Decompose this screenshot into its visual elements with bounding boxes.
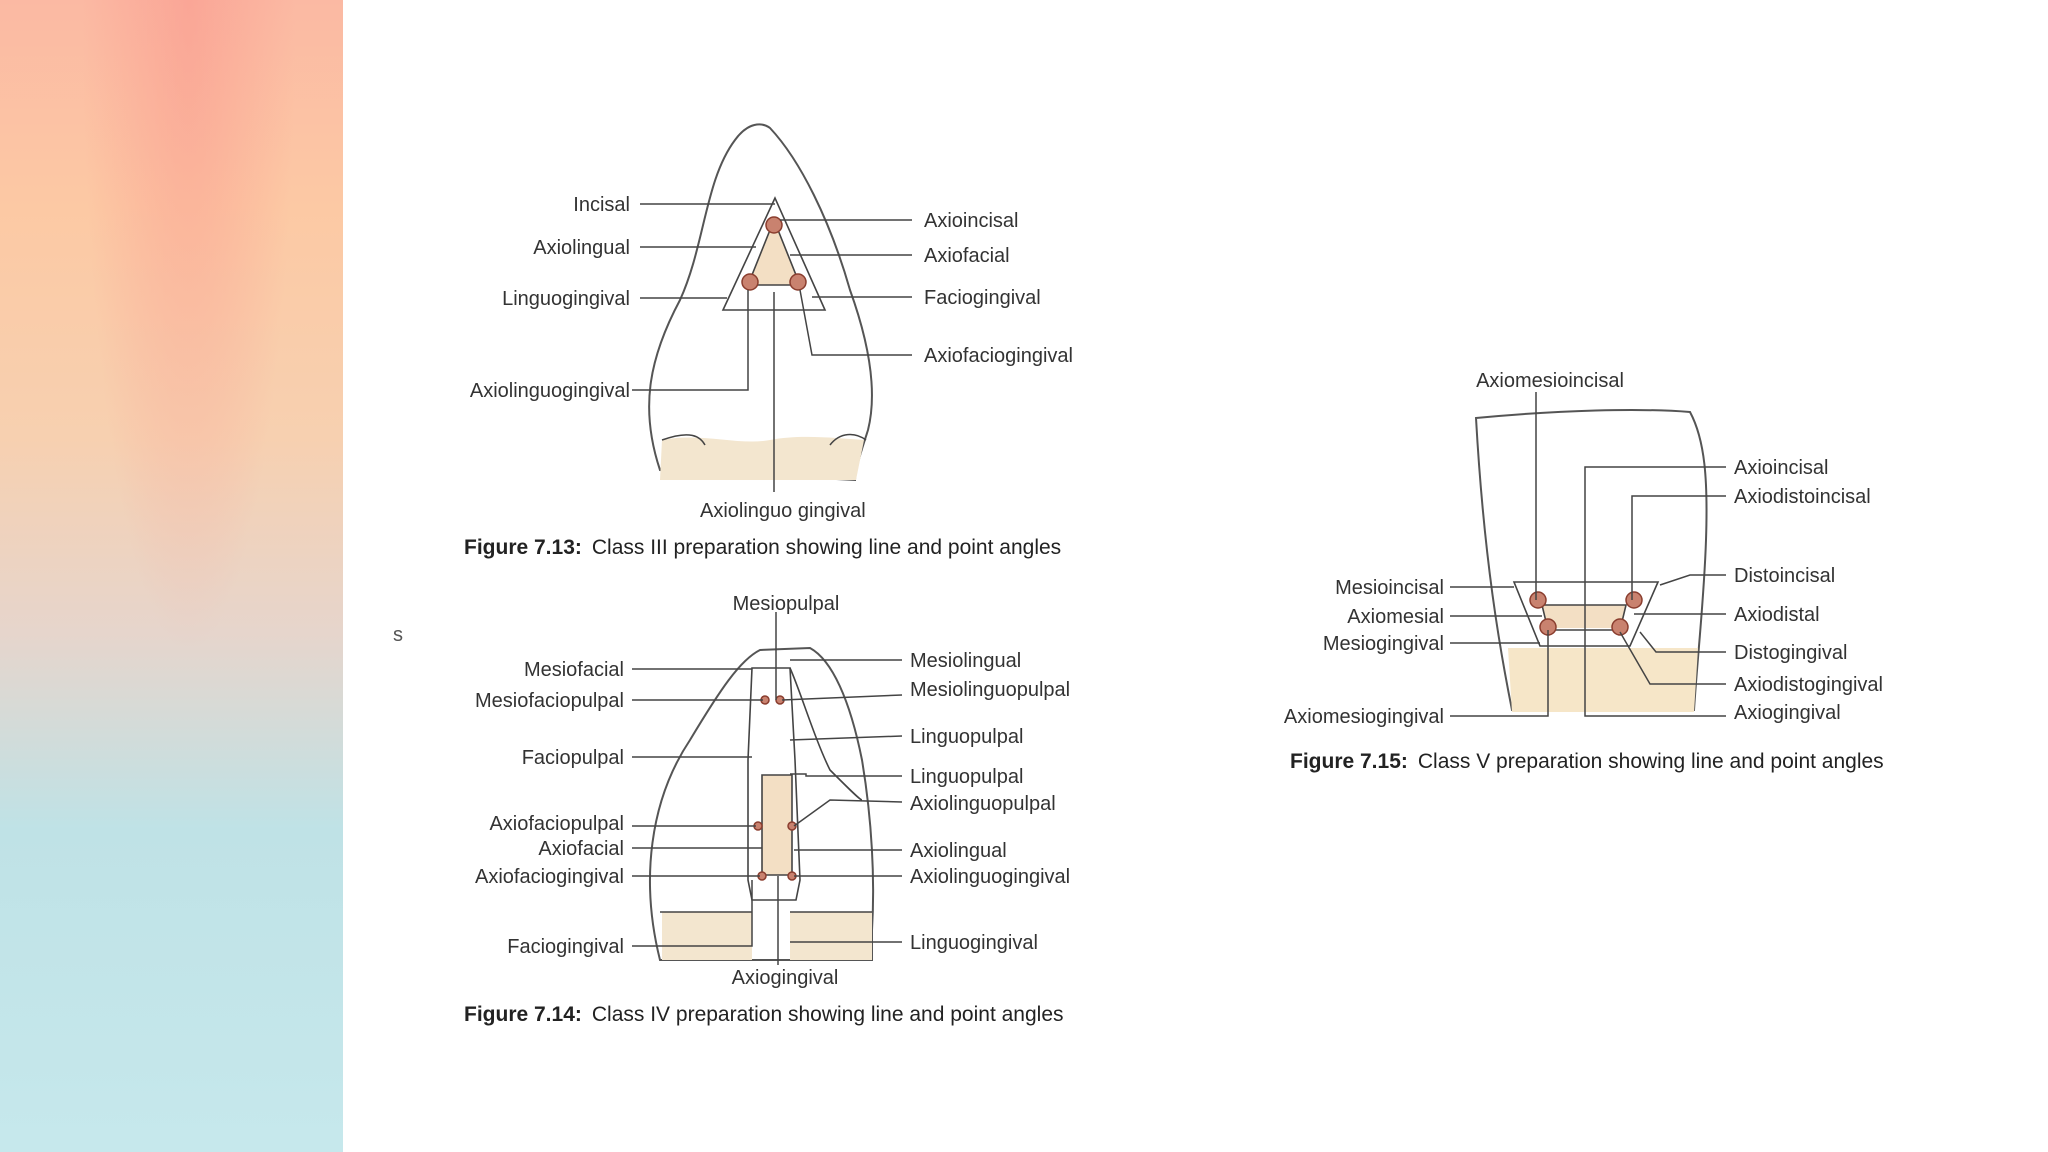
label-axiomesiogingival: Axiomesiogingival [1284,706,1444,728]
prep-outline-class-v [1512,581,1660,647]
label-mesiogingival: Mesiogingival [1323,633,1444,655]
figure-7-14: Mesiopulpal Mesiofacial Mesiofaciopulpal… [464,593,1070,1026]
label-faciogingival: Faciogingival [507,936,624,958]
label-faciogingival: Faciogingival [924,287,1041,309]
label-linguopulpal: Linguopulpal [910,726,1023,748]
root-band [1508,648,1698,712]
root-band [660,436,864,480]
point-angle-marker [765,216,783,234]
point-angle-marker [1625,591,1643,609]
label-axiodistogingival: Axiodistogingival [1734,674,1883,696]
label-axiogingival: Axiogingival [1734,702,1841,724]
point-angle-marker [787,821,797,831]
figure-7-13: Incisal Axiolingual Linguogingival Axiol… [464,123,1073,559]
label-axiofaciogingival: Axiofaciogingival [924,345,1073,367]
caption-number: Figure 7.14: [464,1003,582,1026]
caption-text: Class III preparation showing line and p… [592,536,1061,559]
label-axiofacial: Axiofacial [924,245,1010,267]
label-axiolingual: Axiolingual [533,237,630,259]
label-incisal: Incisal [573,194,630,216]
label-mesiofaciopulpal: Mesiofaciopulpal [475,690,624,712]
stray-text-fragment: s [393,624,403,646]
label-mesiolingual: Mesiolingual [910,650,1021,672]
point-angle-marker [1611,618,1629,636]
label-axioincisal: Axioincisal [924,210,1018,232]
label-linguogingival: Linguogingival [502,288,630,310]
caption-number: Figure 7.13: [464,536,582,559]
label-axiolinguo-gingival: Axiolinguo gingival [700,500,866,522]
prep-outline-class-iv [747,667,801,901]
label-axiodistal: Axiodistal [1734,604,1820,626]
label-axiofaciopulpal: Axiofaciopulpal [489,813,624,835]
figure-7-15: Axiomesioincisal Mesioincisal Axiomesial… [1284,370,1884,773]
label-mesiopulpal: Mesiopulpal [733,593,840,615]
label-mesioincisal: Mesioincisal [1335,577,1444,599]
label-axioincisal: Axioincisal [1734,457,1828,479]
label-axiolingual: Axiolingual [910,840,1007,862]
tooth-outline-class-v [1474,409,1708,711]
label-faciopulpal: Faciopulpal [522,747,624,769]
point-angle-marker [789,273,807,291]
label-linguopulpal-2: Linguopulpal [910,766,1023,788]
label-axiolinguopulpal: Axiolinguopulpal [910,793,1056,815]
caption-figure-7-14: Figure 7.14: Class IV preparation showing… [464,1003,1064,1026]
root-band [662,912,872,960]
caption-figure-7-13: Figure 7.13: Class III preparation showin… [464,536,1061,559]
label-axiomesioincisal: Axiomesioincisal [1476,370,1624,392]
tooth-outline-class-iii [648,123,873,482]
label-distoincisal: Distoincisal [1734,565,1835,587]
label-linguogingival: Linguogingival [910,932,1038,954]
label-axiodistoincisal: Axiodistoincisal [1734,486,1871,508]
label-mesiofacial: Mesiofacial [524,659,624,681]
label-mesiolinguopulpal: Mesiolinguopulpal [910,679,1070,701]
point-angle-marker [1529,591,1547,609]
label-axiolinguogingival: Axiolinguogingival [470,380,630,402]
decorative-gradient-panel [0,0,343,1152]
caption-text: Class IV preparation showing line and po… [592,1003,1064,1026]
label-axiolinguogingival: Axiolinguogingival [910,866,1070,888]
caption-figure-7-15: Figure 7.15: Class V preparation showing … [1290,750,1884,773]
label-distogingival: Distogingival [1734,642,1847,664]
caption-text: Class V preparation showing line and poi… [1418,750,1884,773]
label-axiofaciogingival: Axiofaciogingival [475,866,624,888]
caption-number: Figure 7.15: [1290,750,1408,773]
label-axiomesial: Axiomesial [1347,606,1444,628]
label-axiogingival: Axiogingival [732,967,839,989]
point-angle-marker [741,273,759,291]
label-axiofacial: Axiofacial [538,838,624,860]
